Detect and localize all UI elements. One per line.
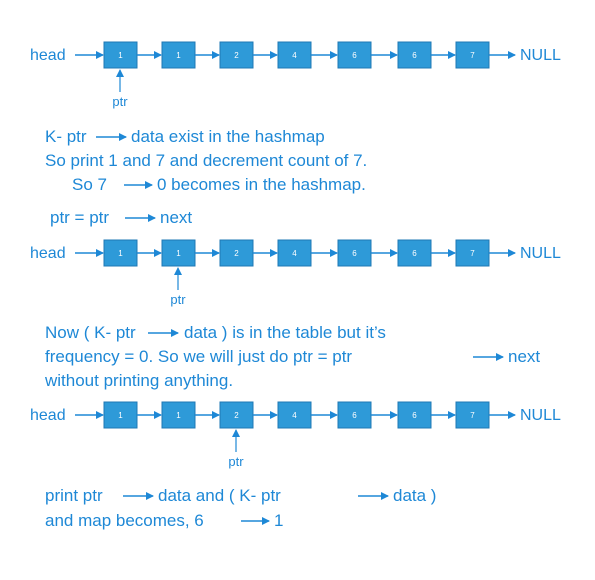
text-line: ptr = ptr <box>50 208 109 227</box>
node-value: 4 <box>292 51 297 60</box>
linked-list-1: head 1 1 2 4 6 6 7 NULL ptr <box>30 41 561 109</box>
ptr-label: ptr <box>228 454 244 469</box>
text-line: frequency = 0. So we will just do ptr = … <box>45 347 352 366</box>
text-line: data ) is in the table but it’s <box>184 323 386 342</box>
list-node <box>455 401 490 429</box>
list-node <box>397 239 432 267</box>
linked-list-2: head 1 1 2 4 6 6 7 NULL ptr <box>30 239 561 307</box>
node-value: 2 <box>234 411 239 420</box>
node-value: 1 <box>176 249 181 258</box>
text-line: next <box>508 347 540 366</box>
node-value: 6 <box>412 51 417 60</box>
text-line: 0 becomes in the hashmap. <box>157 175 366 194</box>
list-node <box>397 41 432 69</box>
node-value: 7 <box>470 249 475 258</box>
text-line: 1 <box>274 511 283 530</box>
node-value: 6 <box>352 51 357 60</box>
node-value: 1 <box>118 411 123 420</box>
text-line: So 7 <box>72 175 107 194</box>
text-line: K- ptr <box>45 127 87 146</box>
step-3-text: print ptr data and ( K- ptr data ) and m… <box>45 486 436 530</box>
step-2-text: Now ( K- ptr data ) is in the table but … <box>44 323 540 390</box>
null-label: NULL <box>520 245 561 262</box>
head-label: head <box>30 407 66 424</box>
node-value: 6 <box>352 411 357 420</box>
node-value: 2 <box>234 51 239 60</box>
list-node <box>337 41 372 69</box>
node-value: 6 <box>412 249 417 258</box>
ptr-label: ptr <box>170 292 186 307</box>
text-line: So print 1 and 7 and decrement count of … <box>45 151 367 170</box>
text-line: data exist in the hashmap <box>131 127 325 146</box>
text-line: Now ( K- ptr <box>45 323 136 342</box>
list-node <box>103 401 138 429</box>
node-value: 4 <box>292 249 297 258</box>
text-line: and map becomes, 6 <box>45 511 204 530</box>
head-label: head <box>30 245 66 262</box>
node-value: 6 <box>352 249 357 258</box>
list-node <box>455 239 490 267</box>
head-label: head <box>30 47 66 64</box>
node-value: 1 <box>176 51 181 60</box>
list-node <box>277 239 312 267</box>
node-value: 1 <box>118 249 123 258</box>
list-node <box>219 401 254 429</box>
null-label: NULL <box>520 47 561 64</box>
step-1-text: K- ptr data exist in the hashmap So prin… <box>45 127 367 194</box>
list-node <box>219 41 254 69</box>
linked-list-3: head 1 1 2 4 6 6 7 NULL ptr <box>30 401 561 469</box>
node-value: 7 <box>470 51 475 60</box>
null-label: NULL <box>520 407 561 424</box>
list-node <box>397 401 432 429</box>
list-node <box>277 401 312 429</box>
node-row: 1 1 2 4 6 6 7 <box>103 239 516 267</box>
text-line: data ) <box>393 486 436 505</box>
node-row: 1 1 2 4 6 6 7 <box>103 41 516 69</box>
node-value: 6 <box>412 411 417 420</box>
list-node <box>277 41 312 69</box>
step-2-assignment: ptr = ptr next <box>50 208 192 227</box>
text-line: print ptr <box>45 486 103 505</box>
ptr-label: ptr <box>112 94 128 109</box>
node-row: 1 1 2 4 6 6 7 <box>103 401 516 429</box>
text-line: without printing anything. <box>44 371 233 390</box>
node-value: 2 <box>234 249 239 258</box>
node-value: 4 <box>292 411 297 420</box>
text-line: data and ( K- ptr <box>158 486 281 505</box>
node-value: 7 <box>470 411 475 420</box>
text-line: next <box>160 208 192 227</box>
node-value: 1 <box>118 51 123 60</box>
node-value: 1 <box>176 411 181 420</box>
